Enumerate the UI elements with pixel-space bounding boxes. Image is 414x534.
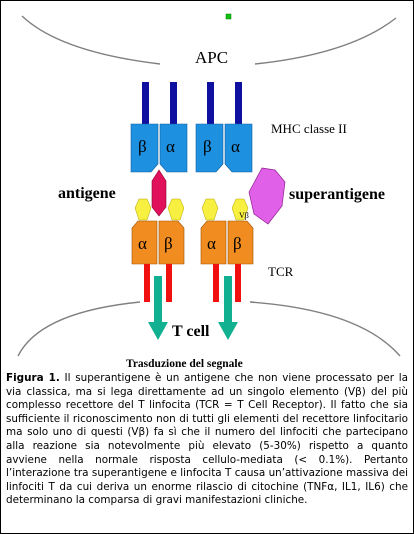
tcr-left-beta-label: β <box>164 234 173 253</box>
mhc-right-beta-stem <box>207 82 214 124</box>
tcr-right-beta-stem <box>235 264 241 302</box>
tcell-membrane-left <box>17 301 141 357</box>
superantigen-label: superantigene <box>289 186 385 203</box>
apc-membrane-right <box>254 17 397 65</box>
antigen-peptide <box>151 169 167 217</box>
superantigen-shape <box>248 167 286 225</box>
mhc-left-alpha-label: α <box>166 137 175 156</box>
tcr-label: TCR <box>268 264 294 279</box>
left-signal-arrow-head <box>148 322 168 340</box>
tcell-membrane-right <box>249 301 401 357</box>
left-hinge-2 <box>167 198 185 221</box>
tcr-right-alpha-stem <box>213 264 219 302</box>
figure-caption: Figura 1. Il superantigene è un antigene… <box>6 372 408 508</box>
apc-membrane-left <box>21 15 161 65</box>
mhc-left-beta-stem <box>142 82 149 124</box>
left-signal-arrow-shaft <box>154 276 162 322</box>
right-hinge-2 <box>231 198 249 221</box>
figure-label: Figura 1. <box>6 372 60 384</box>
right-signal-arrow-shaft <box>224 276 232 322</box>
tcr-right-beta-label: β <box>233 234 242 253</box>
tcr-left-beta-stem <box>166 264 172 302</box>
vbeta-small-label: Vβ <box>239 211 249 220</box>
mhc-left-beta-domain <box>130 123 159 173</box>
mhc-left-alpha-stem <box>170 82 177 124</box>
apc-label: APC <box>195 48 228 67</box>
mhc-class-label: MHC classe II <box>271 121 347 136</box>
mhc-right-alpha-label: α <box>231 137 240 156</box>
mhc-right-beta-label: β <box>203 137 212 156</box>
right-hinge-1 <box>201 198 219 221</box>
mhc-left-beta-label: β <box>138 137 147 156</box>
tcr-left-beta-domain <box>158 220 185 265</box>
mhc-right-alpha-stem <box>235 82 242 124</box>
left-hinge-1 <box>134 198 152 221</box>
right-signal-arrow-head <box>218 322 238 340</box>
tcr-left-alpha-stem <box>144 264 150 302</box>
tcr-right-beta-domain <box>227 220 254 265</box>
caption-text: Il superantigene è un antigene che non v… <box>6 372 408 507</box>
tcell-label: T cell <box>172 323 210 340</box>
antigen-label: antigene <box>58 185 116 202</box>
green-marker <box>225 13 232 20</box>
tcr-right-alpha-label: α <box>207 234 216 253</box>
mhc-left-alpha-domain <box>159 123 188 173</box>
mhc-right-alpha-domain <box>224 123 253 173</box>
signal-transduction-label: Trasduzione del segnale <box>126 358 243 370</box>
tcr-left-alpha-label: α <box>138 234 147 253</box>
superantigen-diagram: APC β α α β β α Vβ α β MHC classe II ant… <box>17 13 401 370</box>
mhc-right-beta-domain <box>195 123 224 173</box>
